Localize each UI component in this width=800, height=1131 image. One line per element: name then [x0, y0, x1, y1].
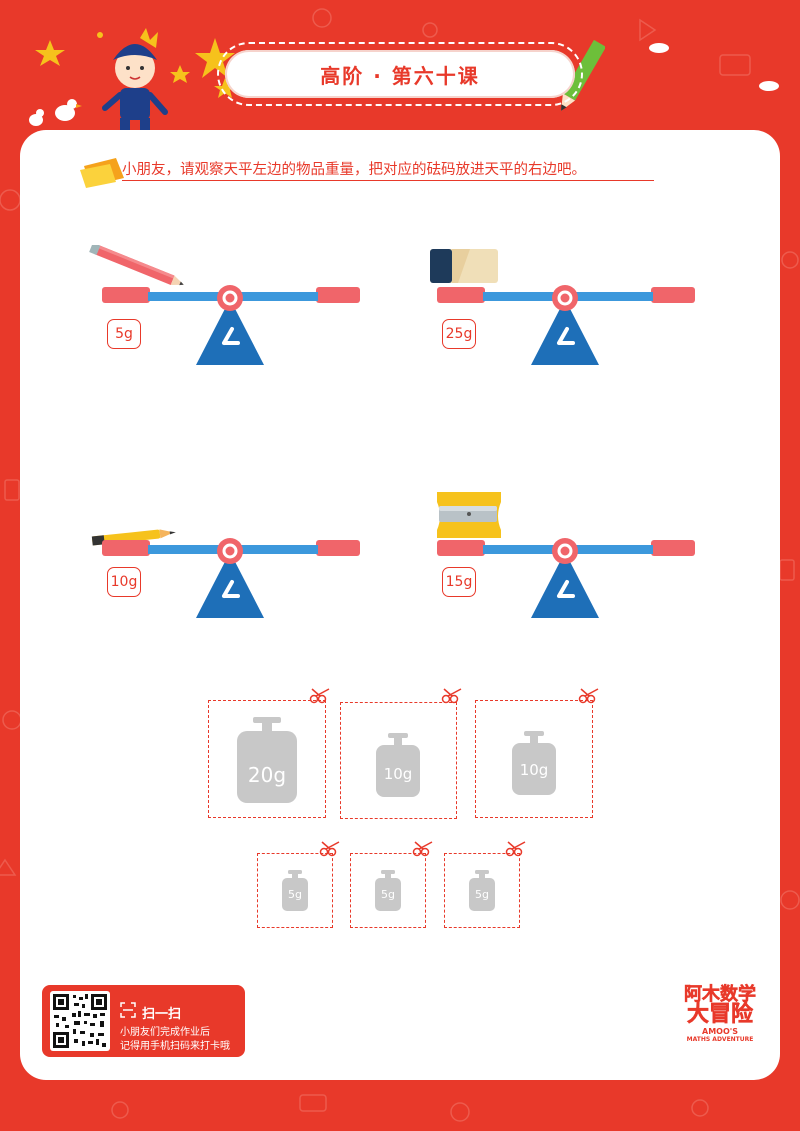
eraser-icon [430, 249, 498, 283]
balance-scale [435, 538, 697, 620]
balance-scale [100, 285, 362, 367]
scissors-icon [412, 841, 433, 857]
balance-scale [435, 285, 697, 367]
weight-label: 5g [107, 319, 141, 349]
scan-instruction-line-2: 记得用手机扫码来打卡哦 [120, 1041, 230, 1052]
logo-sub-2: MATHS ADVENTURE [686, 1036, 754, 1043]
cloud-decoration [649, 43, 779, 91]
logo-text-line-1: 阿木数学 [684, 984, 757, 1005]
sharpener-icon [437, 492, 501, 538]
weight-value: 10g [519, 761, 549, 779]
weight-icon [512, 731, 556, 795]
cutout-weight-tile[interactable]: 10g [340, 702, 457, 819]
instruction-text: 小朋友，请观察天平左边的物品重量，把对应的砝码放进天平的右边吧。 [122, 162, 586, 178]
scale-graphic [102, 538, 360, 618]
instruction-underline [122, 180, 654, 181]
sticky-note-icon [80, 158, 124, 188]
weight-value: 10g [383, 765, 413, 783]
weight-icon [375, 870, 401, 911]
scissors-icon [505, 841, 526, 857]
weight-value: 5g [475, 888, 489, 901]
scan-instruction-line-1: 小朋友们完成作业后 [120, 1027, 210, 1038]
scan-title: 扫一扫 [142, 1007, 182, 1022]
logo-sub-1: AMOO'S [702, 1027, 738, 1036]
scissors-icon [441, 688, 462, 704]
pencil-icon [89, 245, 184, 286]
weight-label: 10g [107, 567, 141, 597]
weight-icon [282, 870, 308, 911]
amoo-maths-logo: 阿木数学 大冒险 AMOO'S MATHS ADVENTURE [675, 984, 765, 1055]
scan-checkin-box: 扫一扫 小朋友们完成作业后 记得用手机扫码来打卡哦 [42, 985, 245, 1057]
weight-icon [469, 870, 495, 911]
lesson-title: 高阶 · 第六十课 [320, 63, 480, 88]
cutout-weight-tile[interactable]: 10g [475, 700, 593, 818]
qr-code[interactable] [50, 991, 110, 1051]
scissors-icon [578, 688, 599, 704]
cutout-weight-tile[interactable]: 20g [208, 700, 326, 818]
boy-character-illustration [29, 28, 190, 132]
weight-value: 5g [381, 888, 395, 901]
cutout-weight-tile[interactable]: 5g [257, 853, 333, 928]
scale-graphic [437, 285, 695, 365]
cutout-weight-tile[interactable]: 5g [350, 853, 426, 928]
scale-graphic [437, 538, 695, 618]
qr-code-icon [53, 994, 107, 1048]
weight-label: 15g [442, 567, 476, 597]
cutout-weight-tile[interactable]: 5g [444, 853, 520, 928]
logo-text-line-2: 大冒险 [686, 1002, 754, 1027]
scissors-icon [309, 688, 330, 704]
weight-icon [376, 733, 420, 797]
weight-icon [237, 717, 297, 803]
header-dashed-border [217, 42, 583, 106]
scan-frame-icon [120, 1002, 136, 1018]
header-title-pill: 高阶 · 第六十课 [217, 42, 583, 106]
weight-value: 20g [247, 763, 287, 787]
balance-scale [100, 538, 362, 620]
scissors-icon [319, 841, 340, 857]
scale-graphic [102, 285, 360, 365]
weight-value: 5g [288, 888, 302, 901]
weight-label: 25g [442, 319, 476, 349]
